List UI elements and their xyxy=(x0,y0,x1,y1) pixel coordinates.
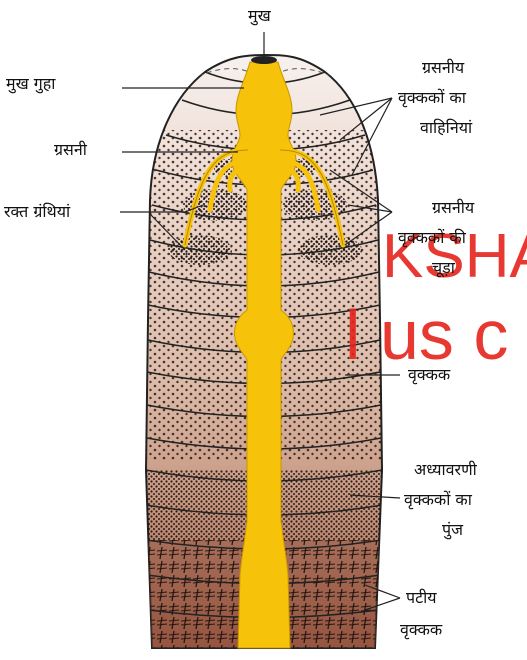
label-mouth: मुख xyxy=(248,6,271,26)
label-blood-glands: रक्त ग्रंथियां xyxy=(4,202,70,222)
label-nephridia: वृक्कक xyxy=(408,365,450,385)
label-buccal-cavity: मुख गुहा xyxy=(6,74,55,94)
label-integumentary-2: वृक्ककों का xyxy=(404,490,472,510)
label-pharyngeal-tuft-3: चूड़ा xyxy=(432,258,455,278)
label-pharyngeal-tuft-2: वृक्ककों की xyxy=(398,228,466,248)
label-pharyngeal-duct-3: वाहिनियां xyxy=(420,118,472,138)
label-pharyngeal-tuft-1: ग्रसनीय xyxy=(432,198,474,218)
label-pharynx: ग्रसनी xyxy=(54,140,87,160)
watermark-line-2: l us c xyxy=(345,300,508,370)
label-septal-2: वृक्कक xyxy=(400,620,442,640)
label-septal-1: पटीय xyxy=(406,588,437,608)
label-pharyngeal-duct-2: वृक्ककों का xyxy=(398,88,466,108)
label-integumentary-1: अध्यावरणी xyxy=(414,460,477,480)
label-pharyngeal-duct-1: ग्रसनीय xyxy=(422,58,464,78)
label-integumentary-3: पुंज xyxy=(442,520,463,540)
